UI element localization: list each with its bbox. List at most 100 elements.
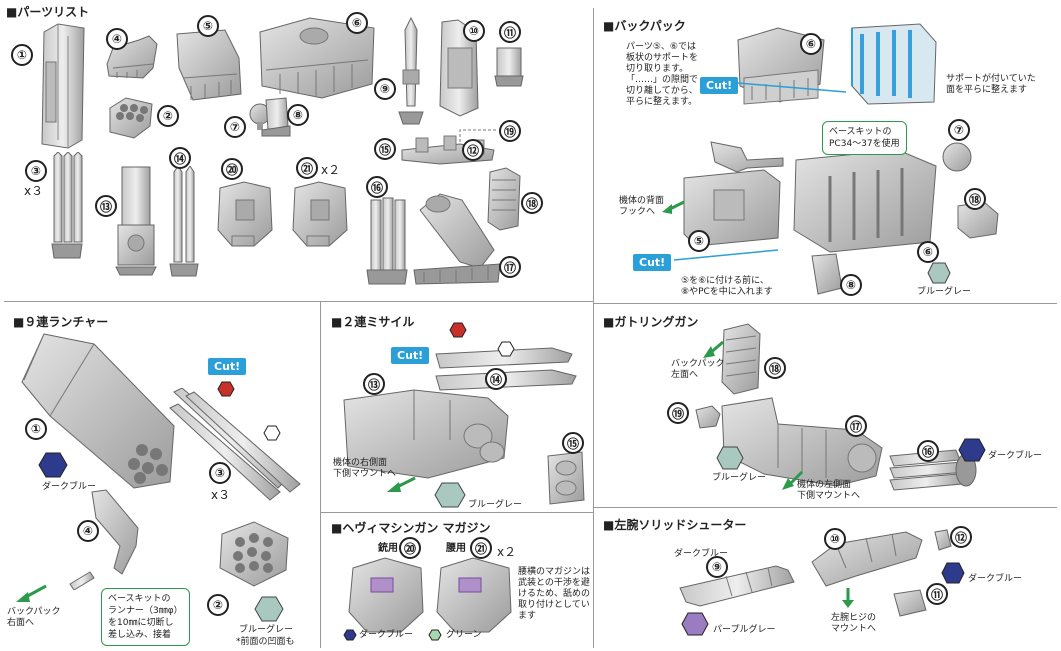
part-number-14: ⑭ xyxy=(169,147,191,169)
part-number-2: ② xyxy=(157,105,179,127)
section-title-backpack: ■バックパック xyxy=(603,19,686,33)
part-number-19: ⑲ xyxy=(499,120,521,142)
launcher-missiles-part-3 xyxy=(169,388,301,501)
launcher-arrow-to-backpack xyxy=(16,584,47,602)
shooter-dark-blue-top-label: ダークブルー xyxy=(674,549,729,559)
backpack-part-number-6-top: ⑥ xyxy=(800,33,822,55)
gatling-dark-blue-label: ダークブルー xyxy=(988,451,1043,461)
part-10-illustration xyxy=(439,19,479,117)
shooter-purple-label: パープルグレー xyxy=(713,625,776,635)
launcher-white-hex xyxy=(263,425,281,441)
part-number-1: ① xyxy=(11,44,33,66)
launcher-red-hex xyxy=(217,381,235,397)
part-number-21: ㉑ xyxy=(296,157,318,179)
part-number-9: ⑨ xyxy=(374,78,396,100)
part-number-18: ⑱ xyxy=(521,192,543,214)
part-number-8: ⑧ xyxy=(287,104,309,126)
backpack-part-5-assembly xyxy=(683,169,781,247)
section-title-missile: ■２連ミサイル xyxy=(331,315,415,329)
magazine-green-label: グリーン xyxy=(446,630,482,640)
part-1-illustration xyxy=(41,23,85,149)
part-number-3: ③ xyxy=(25,160,47,182)
part-14-illustration xyxy=(169,166,199,277)
missile-part-14 xyxy=(435,347,577,391)
gatling-part-number-18: ⑱ xyxy=(764,357,786,379)
missile-blue-gray-hex xyxy=(434,482,466,508)
backpack-color-label: ブルーグレー xyxy=(917,287,972,297)
backpack-cut-label-bottom: Cut! xyxy=(633,254,672,271)
backpack-part-number-6: ⑥ xyxy=(917,241,939,263)
part-13-illustration xyxy=(115,166,157,276)
launcher-part-4 xyxy=(91,489,139,575)
launcher-part-number-1: ① xyxy=(25,418,47,440)
gatling-part-number-17: ⑰ xyxy=(845,415,867,437)
divider-horizontal-mid xyxy=(321,512,593,513)
backpack-cut-label-top: Cut! xyxy=(700,77,739,94)
part-21-illustration xyxy=(292,181,348,247)
missile-part-number-13: ⑬ xyxy=(363,373,385,395)
launcher-part-1 xyxy=(21,333,175,489)
backpack-part-number-7: ⑦ xyxy=(948,119,970,141)
launcher-blue-gray-label: ブルーグレー xyxy=(239,625,294,635)
divider-horizontal-left xyxy=(4,301,593,302)
gatling-to-left-label: 機体の左側面 下側マウントへ xyxy=(797,480,861,501)
magazine-gun-label: 銃用 xyxy=(378,543,398,554)
missile-red-hex xyxy=(449,322,467,338)
magazine-part-21 xyxy=(436,557,512,633)
launcher-blue-gray-hex xyxy=(254,596,284,622)
backpack-part-6-assembly xyxy=(793,149,937,253)
shooter-part-12 xyxy=(934,529,952,551)
divider-horizontal-right1 xyxy=(594,303,1057,304)
missile-to-right-label: 機体の右側面 下側マウントへ xyxy=(333,458,397,479)
backpack-part-number-5: ⑤ xyxy=(688,230,710,252)
part-6-illustration xyxy=(259,17,375,99)
gatling-to-backpack-label: バックパック 左面へ xyxy=(671,359,725,380)
part-8-illustration xyxy=(261,97,291,137)
gatling-dark-blue-hex xyxy=(958,438,986,462)
launcher-part-number-3: ③ xyxy=(209,462,231,484)
backpack-hook-illustration xyxy=(710,141,784,173)
shooter-part-number-11: ⑪ xyxy=(926,583,948,605)
launcher-dark-blue-label: ダークブルー xyxy=(42,482,97,492)
magazine-part-20 xyxy=(348,557,424,633)
callout-line-19 xyxy=(459,129,498,142)
magazine-dark-blue-label: ダークブルー xyxy=(359,630,414,640)
magazine-part-21-multiplier: x２ xyxy=(497,545,517,559)
shooter-purple-hex xyxy=(681,612,709,636)
gatling-part-19 xyxy=(695,405,721,429)
shooter-part-9 xyxy=(679,565,795,607)
divider-vertical-main xyxy=(593,8,594,648)
missile-cut-label: Cut! xyxy=(391,347,430,364)
shooter-part-11 xyxy=(893,589,927,617)
magazine-dark-blue-hex xyxy=(343,629,357,641)
part-number-20: ⑳ xyxy=(221,158,243,180)
divider-horizontal-right2 xyxy=(594,507,1057,508)
launcher-part-number-4: ④ xyxy=(77,520,99,542)
shooter-part-number-9: ⑨ xyxy=(706,556,728,578)
shooter-dark-blue-hex xyxy=(941,562,965,584)
magazine-green-hex xyxy=(428,629,442,641)
launcher-part-number-2: ② xyxy=(207,594,229,616)
missile-blue-gray-label: ブルーグレー xyxy=(468,500,523,510)
backpack-part-number-8: ⑧ xyxy=(840,274,862,296)
part-number-15: ⑮ xyxy=(374,138,396,160)
part-16-illustration xyxy=(366,197,408,285)
part-number-11: ⑪ xyxy=(499,21,521,43)
shooter-to-elbow-label: 左腕ヒジの マウントへ xyxy=(831,613,877,634)
launcher-blue-gray-note: *前面の凹面も xyxy=(236,637,295,647)
missile-white-hex xyxy=(497,341,515,357)
gatling-part-18 xyxy=(721,323,761,395)
arrow-to-rear-hook xyxy=(662,200,685,214)
backpack-flat-note: サポートが付いていた 面を平らに整えます xyxy=(946,74,1036,95)
backpack-base-kit-note: ベースキットの PC34～37を使用 xyxy=(822,121,907,155)
part-3-illustration xyxy=(51,152,83,259)
launcher-part-3-multiplier: x３ xyxy=(211,488,231,502)
section-title-launcher: ■９連ランチャー xyxy=(13,315,109,329)
part-20-illustration xyxy=(217,181,273,247)
backpack-part-6-flat-view xyxy=(851,23,937,105)
gatling-arrow-to-backpack xyxy=(703,340,724,358)
shooter-arrow-to-elbow xyxy=(842,588,854,608)
backpack-part-8 xyxy=(811,253,843,295)
gatling-arrow-to-left xyxy=(782,470,804,490)
